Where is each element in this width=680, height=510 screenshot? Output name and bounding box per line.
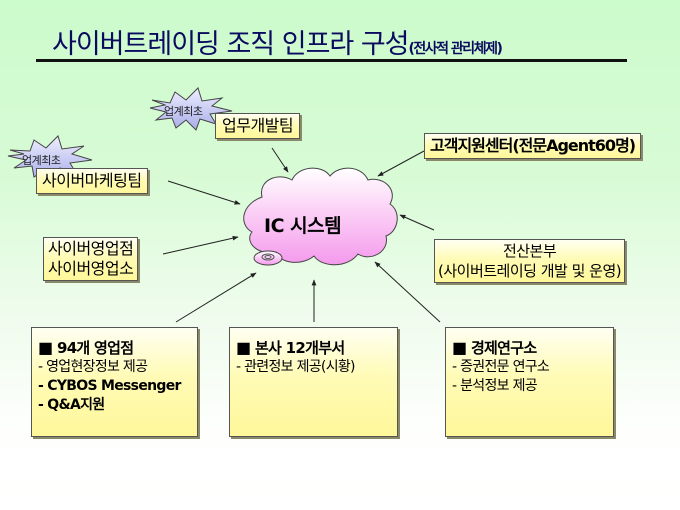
cyber-branch-line2: 사이버영업소 (48, 259, 134, 278)
arrow-branches (175, 272, 257, 323)
hq-heading-text: 본사 12개부서 (254, 339, 345, 357)
node-research: ■ 경제연구소 - 증권전문 연구소 - 분석정보 제공 (445, 327, 614, 437)
ic-system-label: IC 시스템 (264, 215, 342, 237)
cloud-puff-ring (261, 253, 275, 261)
node-cyber-branch: 사이버영업점 사이버영업소 (43, 237, 139, 281)
node-customer-center: 고객지원센터(전문Agent60명) (424, 133, 642, 159)
it-division-line1: 전산본부 (502, 242, 557, 260)
research-item: - 증권전문 연구소 (452, 359, 550, 375)
branches-heading: ■ 94개 영업점 (38, 338, 191, 358)
customer-center-label: 고객지원센터(전문Agent60명) (430, 136, 636, 155)
dev-team-label: 업무개발팀 (222, 116, 294, 135)
arrow-customer-center (377, 150, 425, 177)
arrow-dev-team (271, 147, 289, 173)
title-main: 사이버트레이딩 조직 인프라 구성 (52, 29, 410, 60)
research-item: - 분석정보 제공 (452, 378, 538, 394)
marketing-team-label: 사이버마케팅팀 (42, 171, 142, 190)
hq-heading: ■ 본사 12개부서 (236, 338, 391, 358)
cyber-branch-line1: 사이버영업점 (48, 239, 134, 258)
arrow-research (374, 261, 441, 323)
node-branches: ■ 94개 영업점 - 영업현장정보 제공 - CYBOS Messenger … (31, 327, 198, 437)
bullet-square-icon: ■ (38, 338, 53, 357)
title-sub: (전사적 관리체제) (408, 41, 503, 57)
branches-item: - 영업현장정보 제공 (38, 359, 148, 375)
page-title: 사이버트레이딩 조직 인프라 구성(전사적 관리체제) (52, 22, 503, 61)
arrow-it-division (399, 214, 435, 231)
burst-label-dev: 업계최초 (164, 105, 203, 118)
node-marketing-team: 사이버마케팅팀 (36, 168, 148, 194)
node-it-division: 전산본부 (사이버트레이딩 개발 및 운영) (434, 239, 626, 283)
hq-item: - 관련정보 제공(시황) (236, 359, 356, 375)
bullet-square-icon: ■ (236, 338, 251, 357)
branches-item: - CYBOS Messenger (38, 378, 181, 394)
research-heading-text: 경제연구소 (470, 339, 537, 357)
arrow-marketing-team (167, 180, 241, 205)
title-underline (36, 59, 627, 62)
branches-heading-text: 94개 영업점 (56, 339, 134, 357)
node-dev-team: 업무개발팀 (215, 113, 301, 139)
node-hq: ■ 본사 12개부서 - 관련정보 제공(시황) (229, 327, 398, 437)
it-division-line2: (사이버트레이딩 개발 및 운영) (438, 262, 622, 280)
arrow-cyber-branch (162, 235, 239, 255)
cloud-puff-ring-inner (264, 255, 272, 259)
research-heading: ■ 경제연구소 (452, 338, 607, 358)
burst-label-marketing: 업계최초 (22, 154, 61, 167)
bullet-square-icon: ■ (452, 338, 467, 357)
branches-item: - Q&A지원 (38, 397, 105, 413)
